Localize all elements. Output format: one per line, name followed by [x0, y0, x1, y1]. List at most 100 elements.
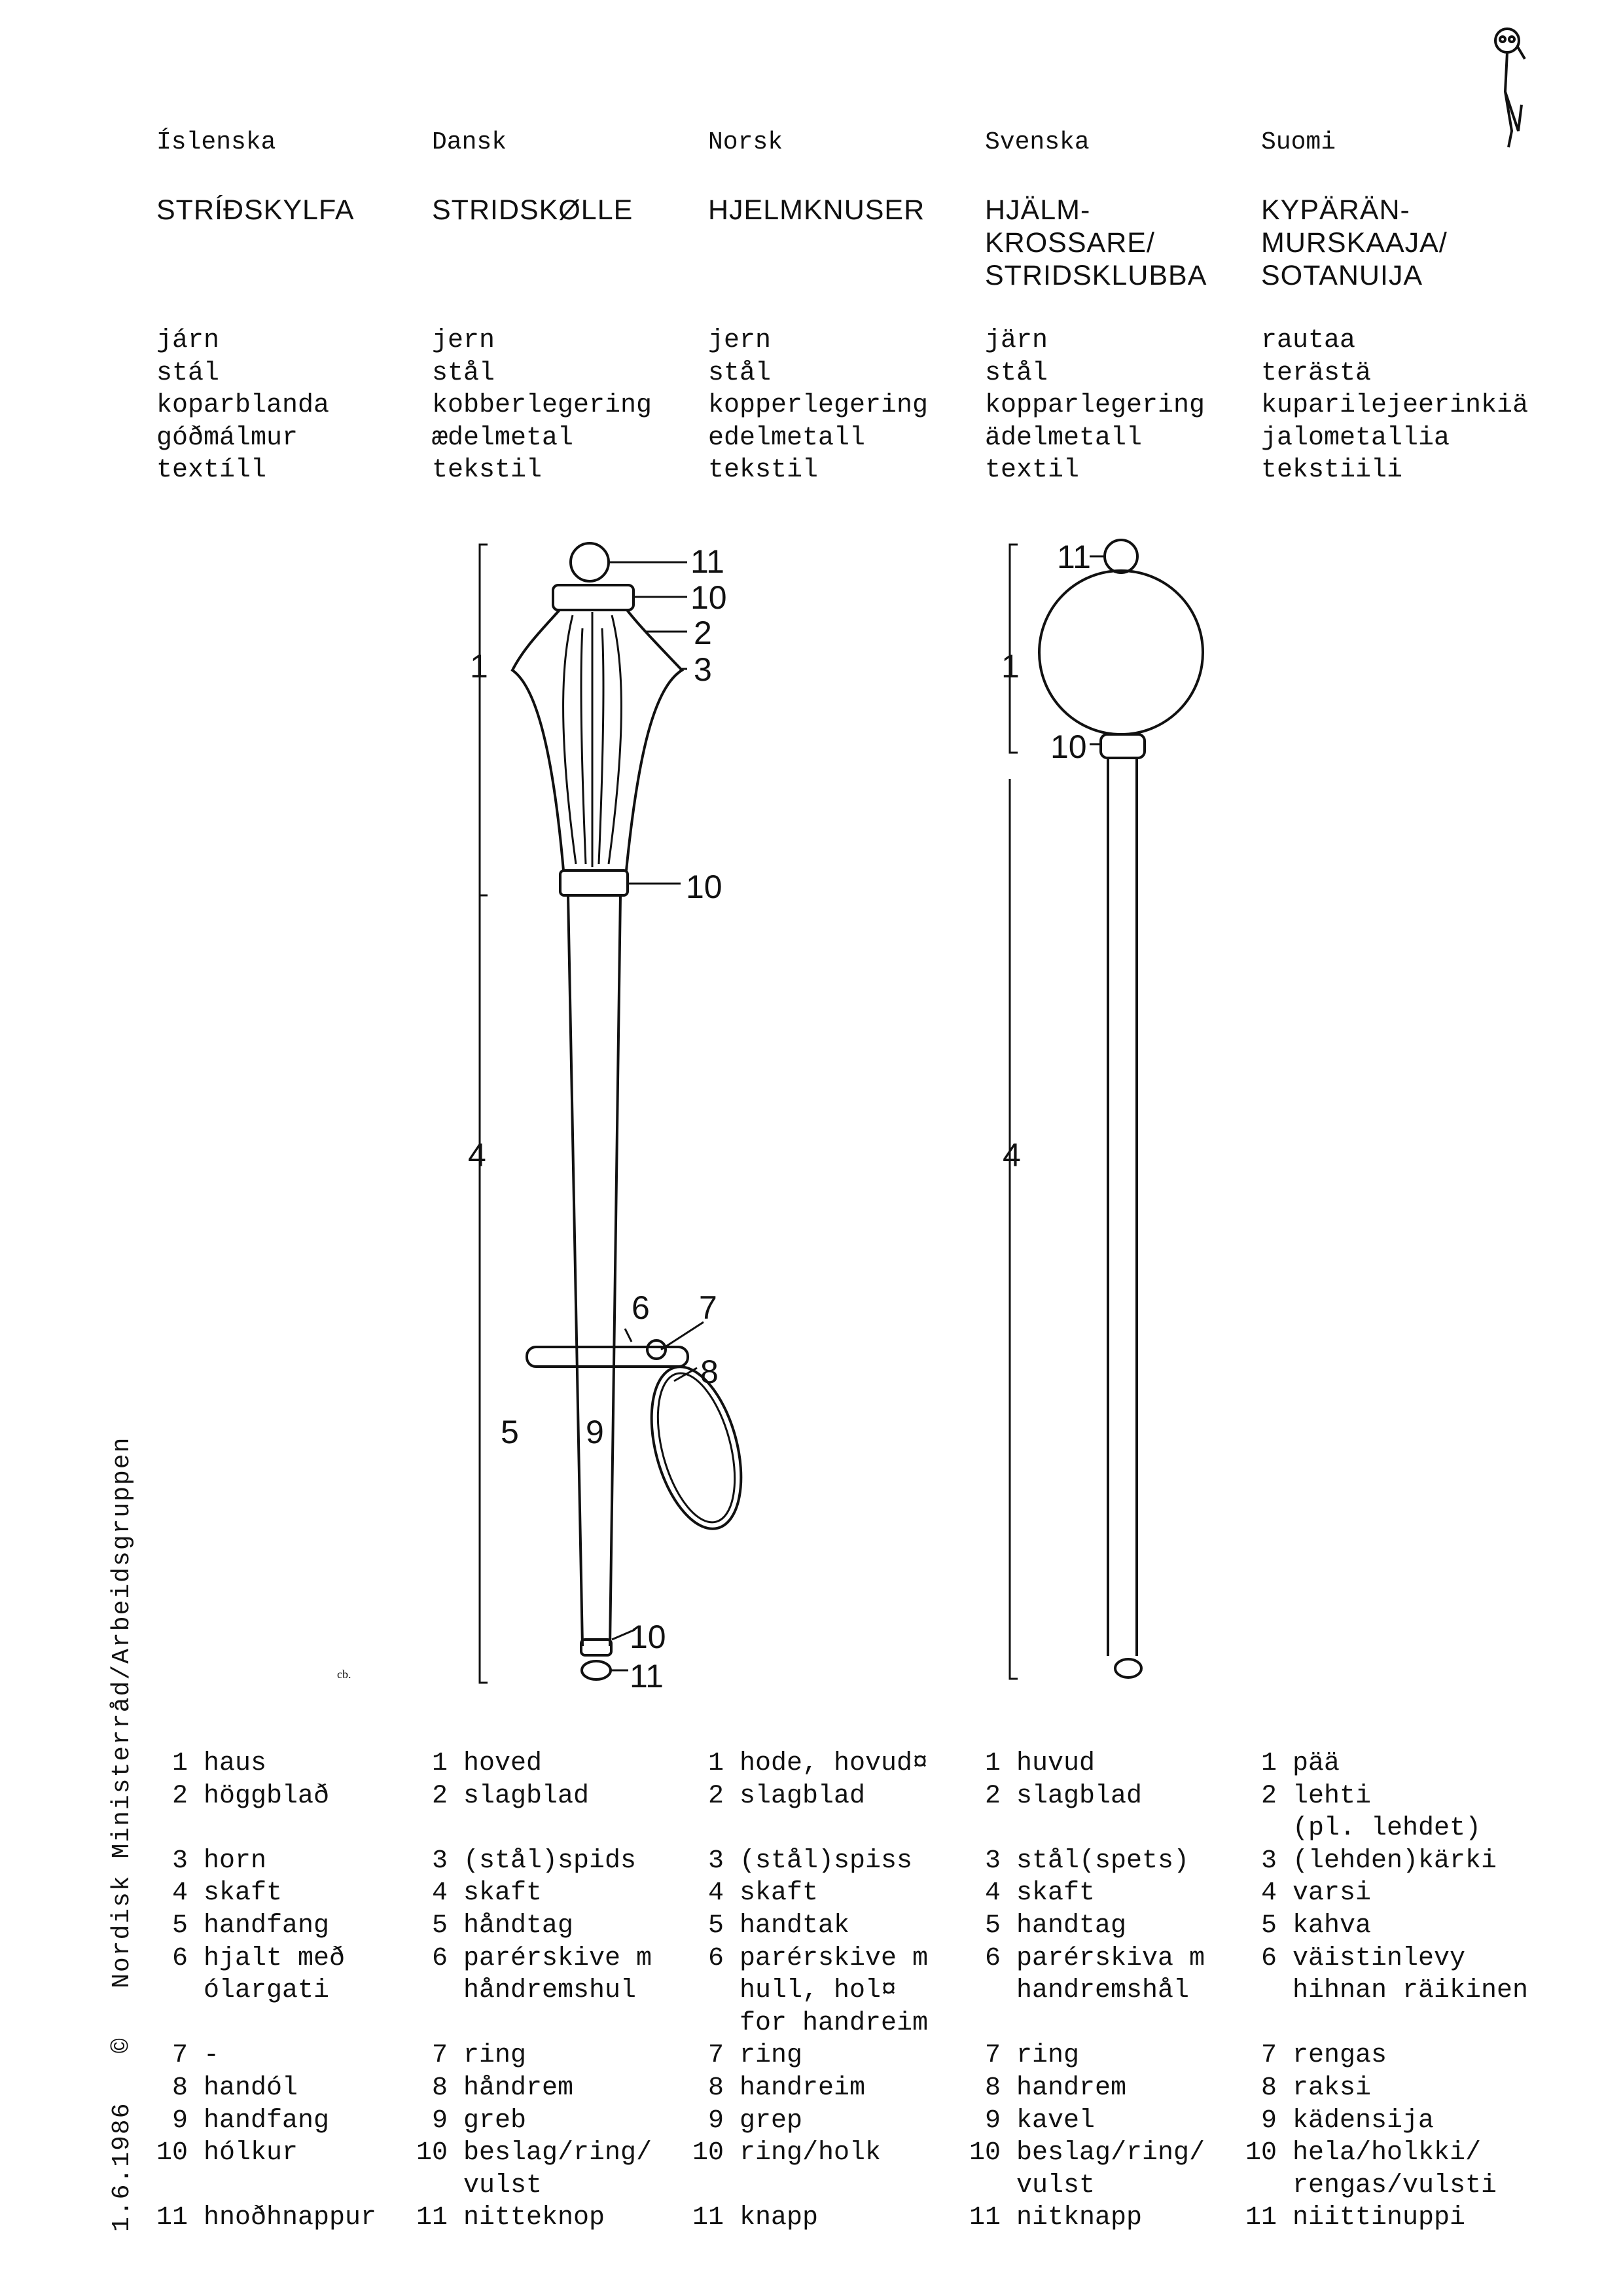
part-row: vulst [954, 2170, 1205, 2202]
part-number: 6 [707, 1943, 724, 1973]
part-name: hjalt með [204, 1943, 346, 1973]
part-name: håndremshul [463, 1976, 637, 2006]
part-name: skaft [740, 1878, 819, 1909]
part-name: väistinlevy [1293, 1943, 1466, 1973]
part-name: haus [204, 1749, 267, 1778]
part-number: 2 [984, 1781, 1001, 1811]
part-number: 9 [1260, 2106, 1277, 2136]
part-number: 1 [984, 1749, 1001, 1778]
label-knob: 11 [630, 1658, 664, 1695]
part-number: 1 [707, 1749, 724, 1778]
part-name: rengas/vulsti [1293, 2170, 1497, 2200]
part-number: 11 [416, 2203, 448, 2233]
part-name: for handreim [740, 2008, 929, 2038]
part-number: 4 [1260, 1878, 1277, 1909]
material-item: stål [708, 358, 772, 388]
label-head: 1 [1001, 648, 1020, 685]
label-guard: 6 [632, 1289, 650, 1326]
part-name: pää [1293, 1749, 1340, 1778]
language-label: Íslenska [156, 128, 276, 156]
part-number: 3 [431, 1846, 448, 1876]
label-grip: 9 [586, 1414, 604, 1450]
part-name: hode, hovud¤ [740, 1749, 929, 1778]
part-row: 11 hnoðhnappur [141, 2202, 376, 2234]
label-shaft: 4 [1003, 1137, 1021, 1174]
part-number: 11 [1245, 2203, 1277, 2233]
part-number: 5 [1260, 1910, 1277, 1941]
part-row: rengas/vulsti [1230, 2170, 1528, 2202]
part-number: 10 [969, 2138, 1001, 2168]
part-name: rengas [1293, 2041, 1387, 2071]
part-row: 3(stål)spiss [677, 1845, 928, 1878]
part-number: 6 [984, 1943, 1001, 1973]
material-item: stål [432, 358, 495, 388]
label-shaft: 4 [468, 1137, 486, 1174]
part-name: handtag [1016, 1910, 1127, 1941]
part-number: 2 [171, 1781, 188, 1811]
part-name: höggblað [204, 1781, 330, 1811]
part-number: 4 [984, 1878, 1001, 1909]
part-row: for handreim [677, 2007, 928, 2040]
part-name: hull, hol¤ [740, 1976, 897, 2006]
part-number: 4 [707, 1878, 724, 1909]
left-mace-drawing [478, 542, 743, 1684]
part-name: slagblad [463, 1781, 590, 1811]
label-collar: 10 [1050, 728, 1087, 765]
part-name: handfang [204, 2106, 330, 2136]
part-name: niittinuppi [1293, 2203, 1466, 2233]
part-name: horn [204, 1846, 267, 1876]
part-row: 11 niittinuppi [1230, 2202, 1528, 2234]
part-number: 10 [1245, 2138, 1277, 2168]
part-number: 11 [969, 2203, 1001, 2233]
weapon-term: HJELMKNUSER [708, 194, 925, 226]
part-name: hnoðhnappur [204, 2203, 377, 2233]
part-row: 2 slagblad [401, 1780, 652, 1813]
material-item: edelmetall [708, 423, 866, 453]
material-item: kopperlegering [708, 391, 929, 420]
part-name: hela/holkki/ [1293, 2138, 1482, 2168]
part-name: parérskive m [463, 1943, 652, 1973]
part-row: vulst [401, 2170, 652, 2202]
part-name: skaft [1016, 1878, 1096, 1909]
stick-figure-icon [1494, 27, 1526, 148]
part-row: hull, hol¤ [677, 1975, 928, 2007]
part-number: 7 [171, 2041, 188, 2071]
part-number: 2 [431, 1781, 448, 1811]
part-name: håndrem [463, 2073, 574, 2103]
part-number: 8 [707, 2073, 724, 2103]
part-name: (stål)spiss [740, 1846, 913, 1876]
part-number: 11 [156, 2203, 188, 2233]
part-name: håndtag [463, 1910, 574, 1941]
part-number: 2 [707, 1781, 724, 1811]
part-name: skaft [204, 1878, 283, 1909]
